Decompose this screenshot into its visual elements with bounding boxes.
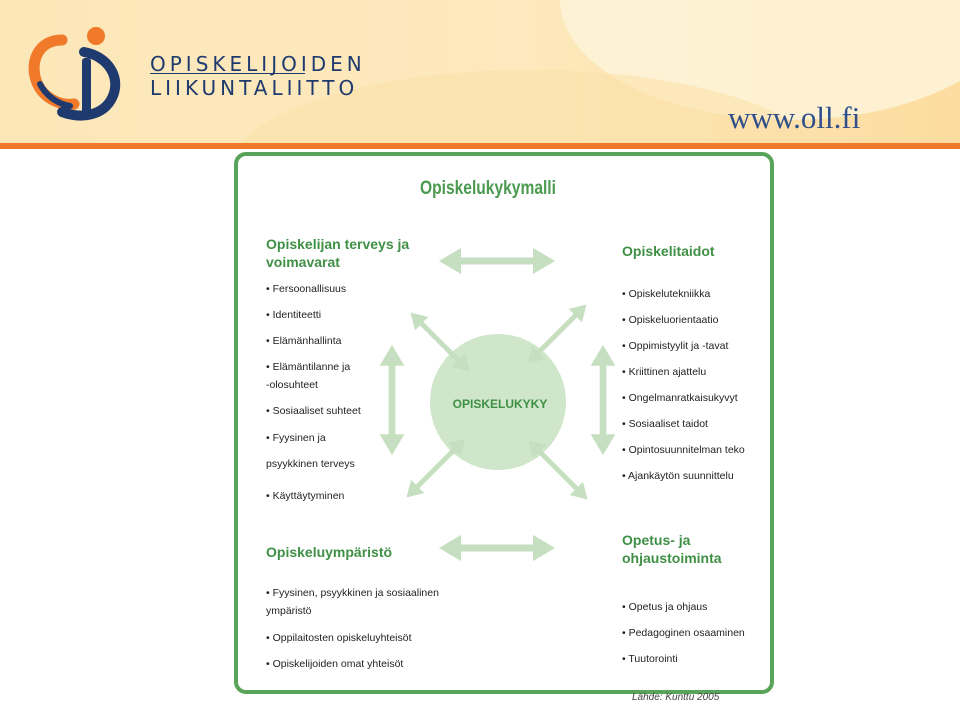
section-title-line: ohjaustoiminta bbox=[622, 550, 722, 566]
list-item: • Opintosuunnitelman teko bbox=[622, 444, 745, 456]
list-item: • Tuutorointi bbox=[622, 653, 678, 665]
arrow-diag-tr bbox=[521, 298, 593, 370]
section-title-line: Opiskeluympäristö bbox=[266, 544, 393, 560]
arrow-diag-br bbox=[522, 434, 594, 506]
list-item: • Ajankäytön suunnittelu bbox=[622, 470, 734, 482]
list-item: • Opiskeluorientaatio bbox=[622, 314, 719, 326]
arrow-top bbox=[439, 248, 555, 274]
list-item: psyykkinen terveys bbox=[266, 458, 355, 470]
list-item: • Ongelmanratkaisukyvyt bbox=[622, 392, 738, 404]
logo-divider bbox=[150, 73, 305, 74]
logo-icon bbox=[28, 27, 121, 121]
section-title-health: Opiskelijan terveys ja voimavarat bbox=[266, 235, 409, 271]
list-item: ympäristö bbox=[266, 605, 312, 617]
list-item: • Sosiaaliset taidot bbox=[622, 418, 708, 430]
header-accent-bar bbox=[0, 143, 960, 149]
list-item: • Fyysinen ja bbox=[266, 432, 326, 444]
list-item: • Elämänhallinta bbox=[266, 335, 342, 347]
arrow-bottom bbox=[439, 535, 555, 561]
list-item: • Elämäntilanne ja bbox=[266, 361, 351, 373]
source-citation: Lähde: Kunttu 2005 bbox=[632, 692, 720, 703]
section-title-line: voimavarat bbox=[266, 254, 340, 270]
list-item: • Identiteetti bbox=[266, 309, 322, 321]
section-title-skills: Opiskelitaidot bbox=[622, 242, 715, 260]
list-item: • Pedagoginen osaaminen bbox=[622, 627, 745, 639]
center-label: OPISKELUKYKY bbox=[452, 397, 548, 411]
list-item: • Opiskelutekniikka bbox=[622, 288, 711, 300]
header-banner: OPISKELIJOIDEN LIIKUNTALIITTO www.oll.fi bbox=[0, 0, 960, 143]
list-item: • Opiskelijoiden omat yhteisöt bbox=[266, 658, 404, 670]
list-item: • Fersoonallisuus bbox=[266, 283, 347, 295]
list-item: -olosuhteet bbox=[266, 379, 318, 391]
list-item: • Opetus ja ohjaus bbox=[622, 601, 708, 613]
list-item: • Oppilaitosten opiskeluyhteisöt bbox=[266, 632, 412, 644]
logo-text-line2: LIIKUNTALIITTO bbox=[150, 76, 359, 100]
list-item: • Kriittinen ajattelu bbox=[622, 366, 707, 378]
arrow-left bbox=[380, 345, 405, 455]
section-title-line: Opiskelitaidot bbox=[622, 243, 715, 259]
section-title-line: Opetus- ja bbox=[622, 532, 691, 548]
list-item: • Fyysinen, psyykkinen ja sosiaalinen bbox=[266, 587, 439, 599]
list-item: • Sosiaaliset suhteet bbox=[266, 405, 361, 417]
section-title-line: Opiskelijan terveys ja bbox=[266, 236, 410, 252]
arrow-right bbox=[591, 345, 616, 455]
list-item: • Oppimistyylit ja -tavat bbox=[622, 340, 729, 352]
list-item: • Käyttäytyminen bbox=[266, 490, 345, 502]
arrow-diag-bl bbox=[400, 432, 472, 504]
section-title-teaching: Opetus- ja ohjaustoiminta bbox=[622, 531, 722, 567]
diagram-title: Opiskelukykymalli bbox=[420, 178, 556, 199]
section-title-environment: Opiskeluympäristö bbox=[266, 543, 392, 561]
logo-text-line1: OPISKELIJOIDEN bbox=[150, 52, 366, 76]
website-link[interactable]: www.oll.fi bbox=[728, 100, 861, 135]
